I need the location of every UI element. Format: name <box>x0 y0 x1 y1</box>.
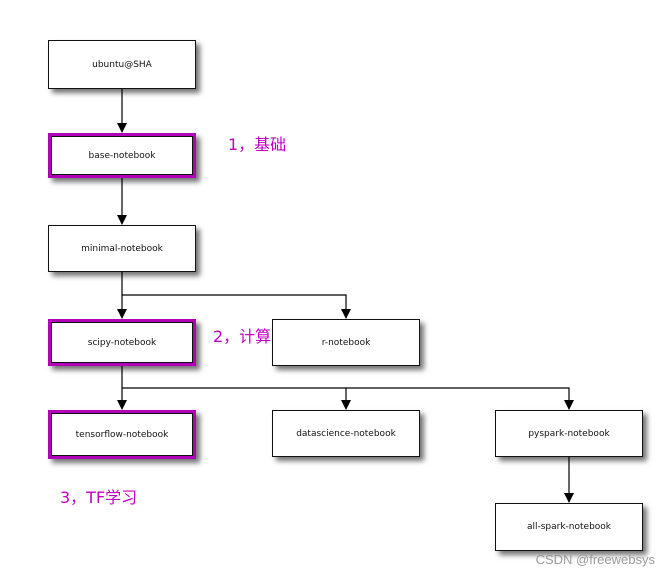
edge-scipy-datascience <box>122 387 351 410</box>
node-minimal-notebook: minimal-notebook <box>48 225 196 272</box>
edge-minimal-r <box>122 294 351 319</box>
watermark: CSDN @freewebsys <box>535 552 655 567</box>
note-base: 1，基础 <box>228 135 287 154</box>
node-ubuntu-sha: ubuntu@SHA <box>48 40 196 89</box>
node-r-notebook: r-notebook <box>272 319 420 366</box>
node-label: tensorflow-notebook <box>75 429 169 440</box>
node-datascience-notebook: datascience-notebook <box>272 410 420 457</box>
node-label: pyspark-notebook <box>528 428 610 439</box>
node-all-spark-notebook: all-spark-notebook <box>495 503 643 551</box>
node-base-notebook: base-notebook <box>48 133 196 178</box>
node-label: datascience-notebook <box>296 428 396 439</box>
node-label: r-notebook <box>321 337 371 348</box>
node-label: minimal-notebook <box>81 243 163 254</box>
node-pyspark-notebook: pyspark-notebook <box>495 410 643 457</box>
node-label: all-spark-notebook <box>526 522 612 532</box>
node-scipy-notebook: scipy-notebook <box>48 319 196 366</box>
node-label: scipy-notebook <box>87 337 157 348</box>
node-label: ubuntu@SHA <box>92 59 152 70</box>
edge-scipy-pyspark <box>346 387 574 410</box>
node-tensorflow-notebook: tensorflow-notebook <box>48 410 196 459</box>
note-scipy: 2，计算 <box>213 327 272 346</box>
node-label: base-notebook <box>88 150 156 161</box>
note-tensorflow: 3，TF学习 <box>60 488 138 507</box>
